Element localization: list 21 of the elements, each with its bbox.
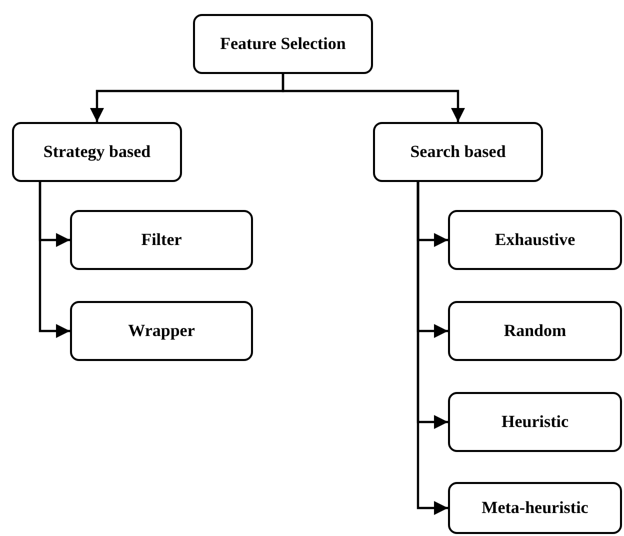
process-box — [70, 210, 253, 270]
process-box — [70, 301, 253, 361]
arrow — [38, 182, 70, 338]
process-box — [448, 210, 622, 270]
node-label: Exhaustive — [494, 230, 576, 250]
process-box — [448, 392, 622, 452]
arrow — [416, 182, 448, 515]
node-label: Search based — [410, 142, 506, 162]
node-label: Filter — [141, 230, 182, 250]
process-box — [193, 14, 373, 74]
node-label: Heuristic — [501, 412, 569, 432]
arrow — [282, 74, 465, 122]
process-box — [448, 482, 622, 534]
node-label: Meta-heuristic — [482, 498, 588, 518]
process-box — [12, 122, 182, 182]
node-label: Feature Selection — [220, 34, 346, 54]
node-label: Strategy based — [43, 142, 151, 162]
node-label: Wrapper — [128, 321, 195, 341]
process-box — [448, 301, 622, 361]
process-box — [373, 122, 543, 182]
node-label: Random — [504, 321, 566, 341]
